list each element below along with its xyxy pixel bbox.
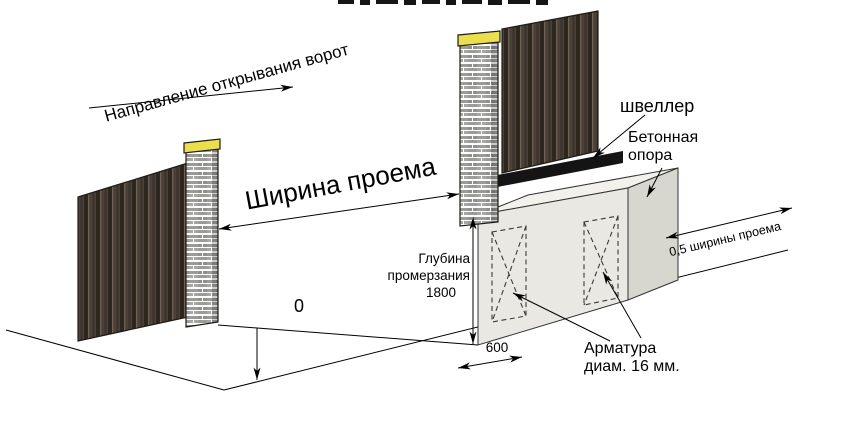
rebar-leader-left <box>512 292 611 342</box>
label-concrete-support-line2: опора <box>628 147 672 164</box>
direction-arrow <box>88 84 294 109</box>
rebar-channel-right <box>583 215 619 306</box>
concrete-foundation <box>477 167 679 346</box>
cropped-title-fragment <box>338 0 548 5</box>
label-channel: швеллер <box>620 96 694 116</box>
label-freezing-depth-line1: Глубина <box>418 251 470 266</box>
opening-width-arrow <box>218 192 460 231</box>
rebar-leader-right <box>602 271 642 339</box>
foundation-width-dim-line <box>457 355 523 370</box>
label-foundation-width: 600 <box>486 340 509 355</box>
right-pillar-shadow-edge <box>491 40 498 223</box>
rebar-channel-left <box>491 225 527 323</box>
channel-leader <box>592 114 646 159</box>
foundation-right-face <box>627 167 679 301</box>
foundation-front-face <box>477 187 629 346</box>
right-pillar <box>457 30 501 227</box>
left-fence-panel <box>77 162 189 342</box>
right-pillar-cap <box>457 30 501 47</box>
gate-panel <box>501 10 599 174</box>
label-opening-width: Ширина проема <box>243 151 439 216</box>
half-width-dim-line <box>665 207 793 239</box>
label-freezing-depth-line2: промерзания <box>388 268 470 283</box>
left-pillar <box>183 138 221 328</box>
left-pillar-shadow-edge <box>212 147 218 323</box>
concrete-support-leader <box>646 167 663 198</box>
label-rebar-line1: Арматура <box>584 340 656 357</box>
label-rebar-line2: диам. 16 мм. <box>584 358 680 375</box>
channel-beam <box>487 151 623 189</box>
label-freezing-depth-value: 1800 <box>426 285 456 300</box>
ground-line-fence-base <box>217 324 479 346</box>
label-zero: 0 <box>294 296 304 316</box>
ground-line-left <box>5 329 225 391</box>
label-concrete-support-line1: Бетонная <box>628 129 698 146</box>
left-pillar-cap <box>183 138 221 154</box>
label-half-opening-width: 0,5 ширины проема <box>668 219 783 259</box>
label-direction: Направление открывания ворот <box>102 40 351 126</box>
